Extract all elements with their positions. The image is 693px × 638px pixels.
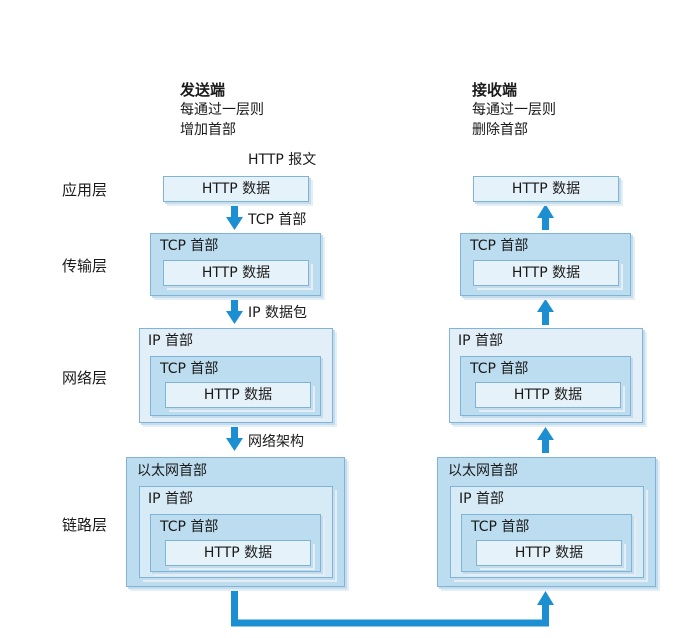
arrow-label-tcp-header: TCP 首部 <box>248 212 307 228</box>
sender-link-ethernet-frame: 以太网首部 IP 首部 TCP 首部 HTTP 数据 <box>126 457 345 587</box>
sender-link-ip-packet: IP 首部 TCP 首部 HTTP 数据 <box>139 486 333 578</box>
receiver-network-ip-header: IP 首部 <box>458 333 504 349</box>
receiver-transport-tcp-segment: TCP 首部 HTTP 数据 <box>460 233 631 296</box>
receiver-transport-http-data: HTTP 数据 <box>473 260 619 286</box>
sender-arrow-transport-to-network <box>226 297 243 324</box>
receiver-desc-line2: 删除首部 <box>472 122 528 138</box>
receiver-title: 接收端 <box>472 81 518 99</box>
receiver-arrow-transport-to-app <box>537 204 554 230</box>
receiver-link-ethernet-frame: 以太网首部 IP 首部 TCP 首部 HTTP 数据 <box>437 457 656 587</box>
receiver-network-http-data: HTTP 数据 <box>475 382 621 408</box>
sender-desc-line1: 每通过一层则 <box>180 102 264 118</box>
receiver-network-ip-packet: IP 首部 TCP 首部 HTTP 数据 <box>449 328 643 423</box>
sender-network-ip-header: IP 首部 <box>148 333 194 349</box>
receiver-desc-line1: 每通过一层则 <box>472 102 556 118</box>
receiver-network-tcp-segment: TCP 首部 HTTP 数据 <box>460 356 631 416</box>
sender-transport-http-data: HTTP 数据 <box>163 260 309 286</box>
receiver-arrow-network-to-transport <box>537 299 554 325</box>
sender-link-http-data: HTTP 数据 <box>165 540 311 566</box>
sender-app-http-data: HTTP 数据 <box>163 176 309 202</box>
layer-label-transport: 传输层 <box>62 257 108 275</box>
receiver-network-tcp-header: TCP 首部 <box>470 361 529 377</box>
receiver-link-ethernet-header: 以太网首部 <box>448 463 518 479</box>
http-message-label: HTTP 报文 <box>248 152 317 168</box>
sender-title: 发送端 <box>180 81 226 99</box>
receiver-link-tcp-header: TCP 首部 <box>471 519 530 535</box>
sender-arrow-network-to-link <box>226 424 243 451</box>
sender-network-tcp-segment: TCP 首部 HTTP 数据 <box>150 356 321 416</box>
sender-link-tcp-segment: TCP 首部 HTTP 数据 <box>150 514 321 572</box>
sender-network-http-data: HTTP 数据 <box>165 382 311 408</box>
sender-network-ip-packet: IP 首部 TCP 首部 HTTP 数据 <box>139 328 333 423</box>
receiver-transport-tcp-header: TCP 首部 <box>470 238 529 254</box>
layer-label-app: 应用层 <box>62 181 108 199</box>
sender-link-ip-header: IP 首部 <box>148 491 194 507</box>
arrow-label-ip-packet: IP 数据包 <box>248 305 308 321</box>
layer-label-network: 网络层 <box>62 369 108 387</box>
sender-transport-tcp-segment: TCP 首部 HTTP 数据 <box>150 233 321 296</box>
receiver-app-http-data: HTTP 数据 <box>473 176 619 202</box>
receiver-arrow-link-to-network <box>537 427 554 453</box>
receiver-link-ip-packet: IP 首部 TCP 首部 HTTP 数据 <box>450 486 644 578</box>
sender-desc-line2: 增加首部 <box>180 122 236 138</box>
receiver-header: 接收端 每通过一层则 删除首部 <box>472 80 556 140</box>
layer-label-link: 链路层 <box>62 516 108 534</box>
arrow-label-network-architecture: 网络架构 <box>248 434 304 450</box>
sender-transport-tcp-header: TCP 首部 <box>160 238 219 254</box>
sender-link-ethernet-header: 以太网首部 <box>137 463 207 479</box>
receiver-link-ip-header: IP 首部 <box>459 491 505 507</box>
receiver-link-http-data: HTTP 数据 <box>476 540 622 566</box>
sender-header: 发送端 每通过一层则 增加首部 <box>180 80 264 140</box>
sender-link-tcp-header: TCP 首部 <box>160 519 219 535</box>
network-transfer-arrow <box>231 588 554 627</box>
sender-arrow-app-to-transport <box>226 203 243 230</box>
receiver-link-tcp-segment: TCP 首部 HTTP 数据 <box>461 514 632 572</box>
sender-network-tcp-header: TCP 首部 <box>160 361 219 377</box>
